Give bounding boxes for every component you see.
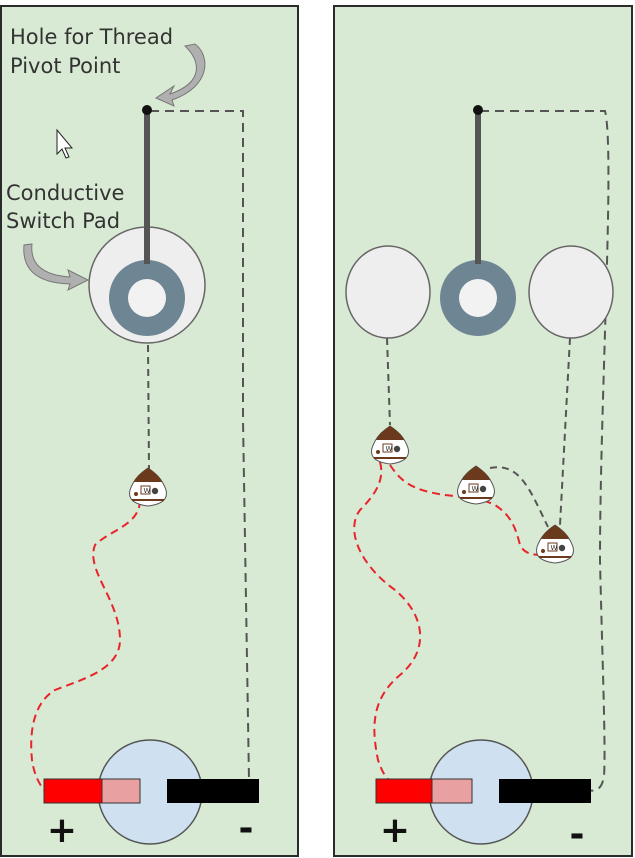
left-plus-sign: + (47, 810, 77, 851)
right-plus-sign: + (380, 810, 410, 851)
left-pad-to-bead-wire (147, 344, 150, 471)
left-minus-sign: - (239, 808, 254, 849)
right-panel-background (333, 5, 633, 857)
right-minus-sign: - (570, 814, 585, 855)
right-left-pad-wire (386, 337, 391, 426)
right-pendulum-lever (475, 112, 481, 264)
left-panel: Hole for Thread Pivot Point Conductive S… (0, 5, 299, 857)
left-return-wire (150, 110, 250, 781)
left-positive-thread (30, 499, 141, 791)
right-right-switch-pad (528, 245, 614, 339)
left-pendulum-lever (144, 112, 150, 264)
right-right-pad-wire (559, 337, 571, 526)
right-positive-thread (353, 461, 422, 782)
switch-pad-label-line1: Conductive (6, 181, 124, 205)
left-positive-terminal (43, 778, 103, 804)
right-return-wire (480, 110, 610, 792)
right-ring-hole (459, 279, 497, 317)
left-positive-terminal-overlap (101, 778, 141, 804)
left-ring-hole (128, 279, 166, 317)
right-positive-terminal (375, 778, 433, 804)
mouse-pointer-icon (56, 128, 74, 159)
right-negative-terminal (499, 779, 591, 803)
right-panel: + - (333, 5, 633, 857)
right-bead-chain-thread (389, 464, 546, 556)
thread-hole-label-line2: Pivot Point (10, 54, 120, 78)
right-positive-terminal-overlap (431, 778, 473, 804)
right-pivot-hole (473, 105, 483, 115)
pad-arrow-icon (23, 243, 90, 291)
pivot-arrow-icon (154, 43, 206, 107)
left-pivot-hole (142, 105, 152, 115)
left-negative-terminal (167, 779, 259, 803)
right-left-switch-pad (345, 245, 431, 339)
switch-pad-label-line2: Switch Pad (6, 209, 120, 233)
right-bead-link-wire (489, 466, 549, 528)
thread-hole-label-line1: Hole for Thread (10, 25, 173, 49)
